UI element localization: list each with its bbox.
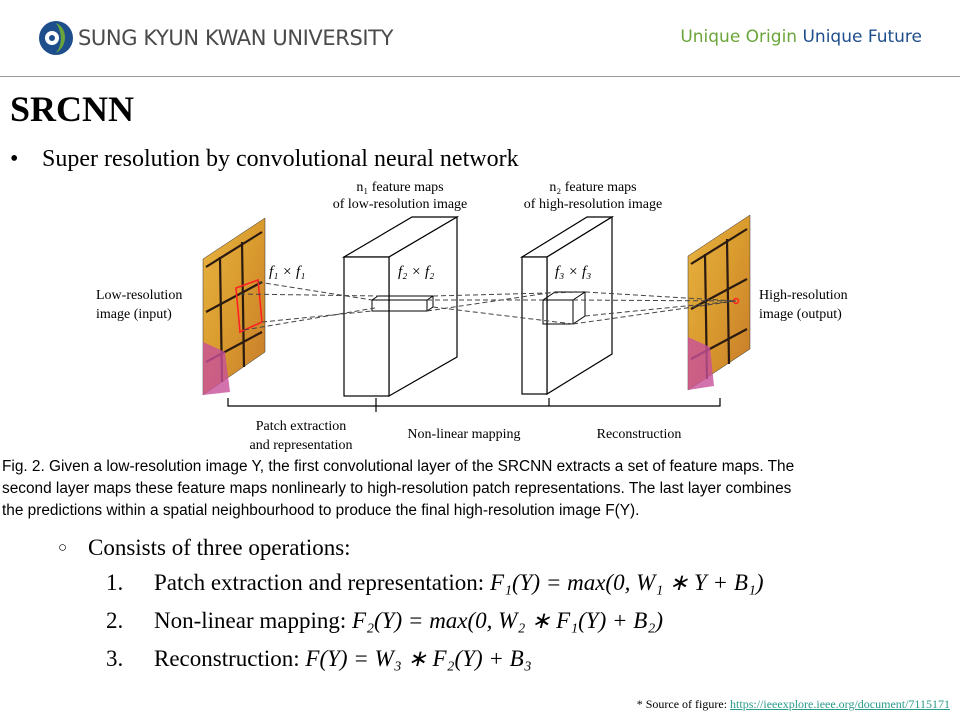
list-item-number: 1. (106, 570, 124, 595)
feature-map-block-1 (341, 215, 460, 398)
list-item-formula: F₂(Y) = max(0, W₂ ∗ F₁(Y) + B₂) (352, 608, 663, 633)
emblem-icon (39, 21, 73, 55)
caption-line-2: second layer maps these feature maps non… (2, 480, 792, 497)
output-label-line1: High-resolution (759, 288, 848, 303)
bullet-dot-icon: • (10, 146, 19, 172)
sub-bullet: ○ Consists of three operations: (58, 535, 351, 561)
university-logo: SUNG KYUN KWAN UNIVERSITY (38, 20, 393, 56)
main-bullet-text: Super resolution by convolutional neural… (42, 146, 519, 172)
label-n1-sub: of low-resolution image (333, 197, 468, 212)
hollow-circle-bullet-icon: ○ (58, 540, 68, 556)
feature-map-block-2 (519, 215, 615, 396)
list-item-number: 3. (106, 646, 124, 671)
list-item-number: 2. (106, 608, 124, 633)
university-name: SUNG KYUN KWAN UNIVERSITY (78, 26, 394, 50)
label-f3: f₃ × f₃ (555, 264, 591, 280)
input-image (202, 217, 266, 396)
label-n2-maps: n₂ feature maps (549, 180, 636, 195)
stage1-label-line2: and representation (249, 438, 352, 453)
list-item-text: Non-linear mapping: (154, 608, 353, 633)
main-bullet: • Super resolution by convolutional neura… (10, 146, 519, 173)
label-n1-maps: n₁ feature maps (356, 180, 443, 195)
source-prefix: * Source of figure: (636, 697, 728, 711)
label-f2: f₂ × f₂ (398, 264, 434, 280)
caption-line-3: the predictions within a spatial neighbo… (2, 502, 640, 519)
projection-lines (239, 281, 737, 331)
list-item: 1. Patch extraction and representation: F… (106, 570, 764, 608)
label-n2-sub: of high-resolution image (524, 197, 662, 212)
figure-caption: Fig. 2. Given a low-resolution image Y, … (2, 456, 958, 522)
figure-source: * Source of figure: https://ieeexplore.i… (637, 697, 950, 712)
slide-title: SRCNN (10, 89, 135, 129)
stage3-label: Reconstruction (597, 427, 682, 442)
output-label-line2: image (output) (759, 307, 842, 322)
stage1-label-line1: Patch extraction (256, 419, 347, 434)
list-item-formula: F₁(Y) = max(0, W₁ ∗ Y + B₁) (489, 570, 764, 595)
stage2-label: Non-linear mapping (407, 427, 520, 442)
list-item-text: Reconstruction: (154, 646, 306, 671)
list-item-formula: F(Y) = W₃ ∗ F₂(Y) + B₃ (305, 646, 532, 671)
operations-list: 1. Patch extraction and representation: F… (106, 570, 764, 684)
tagline-part1: Unique Origin (680, 27, 798, 47)
list-item: 2. Non-linear mapping: F₂(Y) = max(0, W₂ … (106, 608, 764, 646)
source-link[interactable]: https://ieeexplore.ieee.org/document/711… (730, 697, 950, 711)
input-label-line1: Low-resolution (96, 288, 182, 303)
slide-header: SUNG KYUN KWAN UNIVERSITY Unique Origin … (0, 0, 960, 76)
stage-braces (227, 398, 721, 412)
header-divider (0, 76, 960, 77)
sub-bullet-text: Consists of three operations: (88, 535, 351, 560)
srcnn-diagram: n₁ feature maps of low-resolution image … (96, 180, 848, 453)
label-f1: f₁ × f₁ (269, 264, 305, 280)
tagline: Unique Origin Unique Future (680, 27, 922, 47)
list-item-text: Patch extraction and representation: (154, 570, 490, 595)
list-item: 3. Reconstruction: F(Y) = W₃ ∗ F₂(Y) + B₃ (106, 646, 764, 684)
input-label-line2: image (input) (96, 307, 172, 322)
caption-line-1: Fig. 2. Given a low-resolution image Y, … (2, 458, 795, 475)
output-image (687, 214, 751, 391)
tagline-part2: Unique Future (802, 27, 922, 47)
